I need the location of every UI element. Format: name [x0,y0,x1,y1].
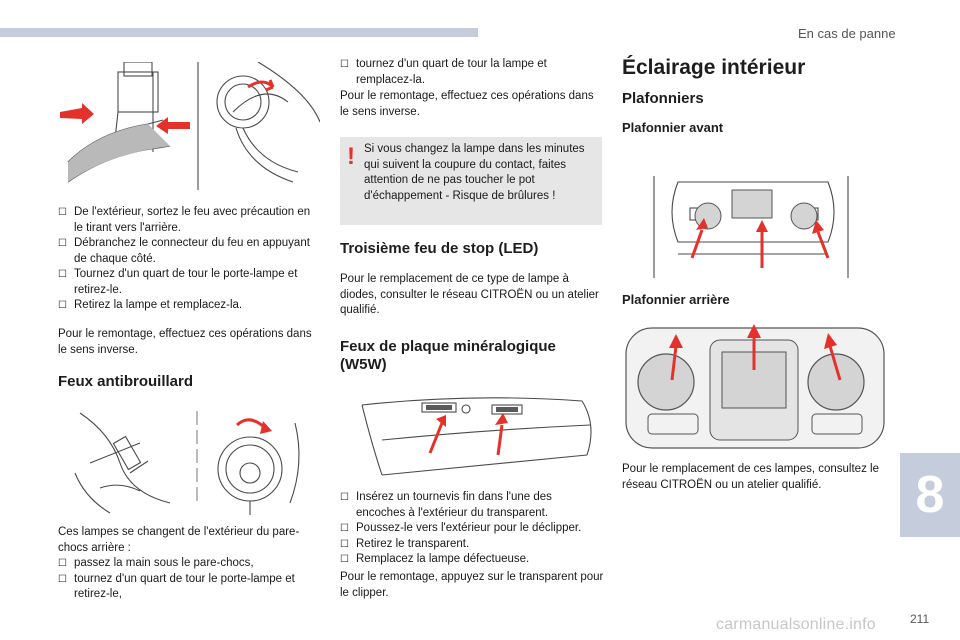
checkbox-bullet-icon: ☐ [58,558,67,569]
checkbox-bullet-icon: ☐ [58,300,67,311]
rear-ceiling-light-text: Pour le remplacement de ces lampes, cons… [622,463,879,491]
list-item: ☐tournez d'un quart de tour la lampe et … [340,58,547,86]
list-item: ☐Tournez d'un quart de tour le porte-lam… [58,268,298,296]
list-item: ☐passez la main sous le pare-chocs, [58,556,322,572]
plate-lamp-heading: Feux de plaque minéralogique (W5W) [340,338,556,373]
list-item: ☐Débranchez le connecteur du feu en appu… [58,237,310,265]
checkbox-bullet-icon: ☐ [58,573,67,585]
plate-lamp-illustration [361,397,592,476]
section-title: En cas de panne [798,26,896,41]
warning-text: Si vous changez la lampe dans les minute… [364,143,585,202]
list-item: ☐Insérez un tournevis fin dans l'une des… [340,491,552,519]
checkbox-bullet-icon: ☐ [340,523,349,534]
front-ceiling-light-heading: Plafonnier avant [622,120,724,135]
ceiling-lights-heading: Plafonniers [622,90,704,107]
rear-lamp-steps: ☐De l'extérieur, sortez le feu avec préc… [58,205,322,314]
checkbox-bullet-icon: ☐ [340,59,349,70]
plate-lamp-reassembly: Pour le remontage, appuyez sur le transp… [340,571,604,599]
plate-lamp-steps: ☐Insérez un tournevis fin dans l'une des… [340,490,604,568]
list-item: ☐Retirez la lampe et remplacez-la. [58,298,322,314]
fog-lamp-illustration [74,411,300,515]
interior-lighting-heading: Éclairage intérieur [622,56,806,79]
fog-lamp-heading: Feux antibrouillard [58,373,194,390]
list-item: ☐Retirez le transparent. [340,537,604,553]
list-item: ☐tournez d'un quart de tour le porte-lam… [58,572,295,601]
exclamation-icon: ! [347,143,355,170]
watermark: carmanualsonline.info [716,616,876,633]
rear-ceiling-light-illustration [625,324,885,449]
rear-lamp-illustration [60,62,320,190]
list-item: ☐De l'extérieur, sortez le feu avec préc… [58,206,311,234]
fog-lamp-intro: Ces lampes se changent de l'extérieur du… [58,526,300,554]
rear-lamp-steps-continued: ☐tournez d'un quart de tour la lampe et … [340,57,604,88]
rear-ceiling-light-heading: Plafonnier arrière [622,292,730,307]
list-item: ☐Poussez-le vers l'extérieur pour le déc… [340,521,604,537]
reassembly-text: Pour le remontage, effectuez ces opérati… [58,328,312,356]
list-item: ☐Remplacez la lampe défectueuse. [340,552,604,568]
warning-box: ! Si vous changez la lampe dans les minu… [340,137,602,225]
third-brake-light-heading: Troisième feu de stop (LED) [340,240,539,257]
checkbox-bullet-icon: ☐ [340,554,349,565]
checkbox-bullet-icon: ☐ [58,269,67,280]
front-ceiling-light-illustration [653,176,849,278]
page-number: 211 [910,612,930,626]
chapter-number: 8 [915,466,945,524]
checkbox-bullet-icon: ☐ [340,492,349,503]
header-bar [0,28,478,37]
checkbox-bullet-icon: ☐ [58,207,67,218]
chapter-tab: 8 [900,453,960,537]
reassembly-text: Pour le remontage, effectuez ces opérati… [340,90,594,118]
third-brake-light-text: Pour le remplacement de ce type de lampe… [340,273,599,316]
checkbox-bullet-icon: ☐ [340,538,349,550]
checkbox-bullet-icon: ☐ [58,238,67,249]
fog-lamp-steps: ☐passez la main sous le pare-chocs, ☐tou… [58,556,322,603]
